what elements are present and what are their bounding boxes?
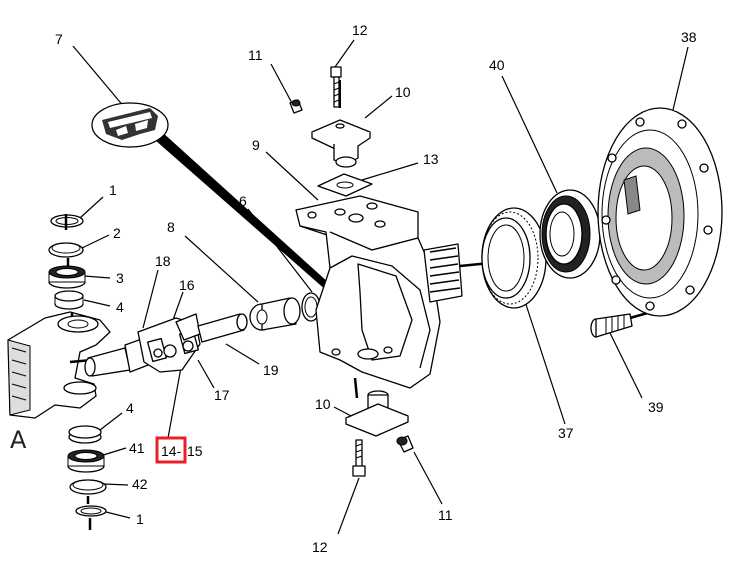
callout-40: 40 xyxy=(489,57,505,73)
callout-9: 9 xyxy=(252,137,260,153)
part-40-bearing-cone xyxy=(539,189,601,279)
part-3-bearing-top xyxy=(48,265,86,289)
callout-8: 8 xyxy=(167,219,175,235)
part-16-universal-joint xyxy=(137,313,201,373)
part-10-top-cap xyxy=(311,119,371,168)
part-13-shim xyxy=(317,173,373,197)
part-12-bottom-bolt xyxy=(352,439,366,477)
part-37-bearing-cup xyxy=(481,207,547,309)
callout-12-top: 12 xyxy=(352,22,368,38)
part-19-outer-shaft xyxy=(197,313,248,343)
part-1-bottom-snap-ring xyxy=(75,505,107,517)
callout-14: 14- xyxy=(161,443,182,459)
callout-39: 39 xyxy=(648,399,664,415)
part-4-bottom-cup xyxy=(68,425,102,444)
part-11-bottom-grease-fitting xyxy=(396,435,414,453)
callout-4-bottom: 4 xyxy=(126,400,134,416)
callout-11-bottom: 11 xyxy=(438,507,453,523)
callout-41: 41 xyxy=(129,440,145,456)
callout-1-top: 1 xyxy=(109,182,117,198)
part-9-steering-knuckle xyxy=(295,195,463,389)
callout-6: 6 xyxy=(239,193,247,209)
callout-1-bottom: 1 xyxy=(136,511,144,527)
callout-17: 17 xyxy=(214,387,230,403)
callout-7: 7 xyxy=(55,31,63,47)
callout-37: 37 xyxy=(558,425,574,441)
part-39-wheel-stud xyxy=(590,313,633,338)
callout-2: 2 xyxy=(113,225,121,241)
view-label: A xyxy=(10,426,27,454)
part-7-seal-detail xyxy=(91,102,340,298)
part-8-bushing xyxy=(249,297,301,331)
part-2-seal-ring xyxy=(48,242,84,258)
callout-38: 38 xyxy=(681,29,697,45)
callout-10-bottom: 10 xyxy=(315,396,331,412)
leader-lines xyxy=(72,39,689,535)
callout-15: 15 xyxy=(187,443,203,459)
callout-19: 19 xyxy=(263,362,279,378)
part-11-top-grease-fitting xyxy=(289,99,303,114)
callout-labels: 7 1 2 3 4 18 16 8 6 9 11 12 10 13 40 38 … xyxy=(55,22,697,555)
part-4-top-cup xyxy=(54,290,84,310)
callout-18: 18 xyxy=(155,253,171,269)
axle-housing-a: A xyxy=(7,311,111,454)
callout-10-top: 10 xyxy=(395,84,411,100)
part-38-wheel-hub xyxy=(597,107,723,317)
part-10-bottom-cap xyxy=(345,390,409,437)
callout-42: 42 xyxy=(132,476,148,492)
callout-3: 3 xyxy=(116,270,124,286)
callout-16: 16 xyxy=(179,277,195,293)
callout-12-bottom: 12 xyxy=(312,539,328,555)
callout-11-top: 11 xyxy=(248,47,263,63)
part-42-seal-ring xyxy=(69,479,107,495)
part-12-top-bolt xyxy=(330,66,342,108)
part-41-bearing-bottom xyxy=(67,449,105,473)
callout-13: 13 xyxy=(423,151,439,167)
highlight-box-part-14 xyxy=(155,436,187,464)
callout-4-top: 4 xyxy=(116,299,124,315)
